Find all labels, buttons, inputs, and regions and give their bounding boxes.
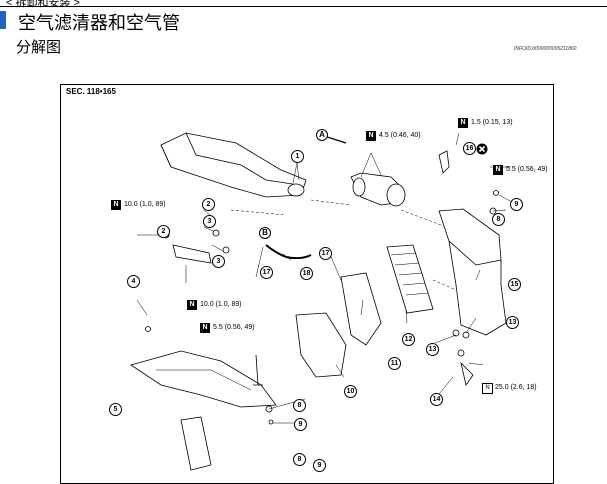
callout-2: 2 [202, 198, 215, 211]
parts-drawing [130, 132, 513, 471]
callout-9: 9 [313, 459, 326, 472]
callout-8: 8 [492, 213, 505, 226]
callout-18: 18 [300, 267, 313, 280]
callout-B: B [259, 227, 271, 239]
callout-2: 2 [157, 225, 170, 238]
callout-5: 5 [109, 403, 122, 416]
torque-label: 4.5 (0.46, 40) [379, 132, 421, 139]
callout-16: 16 [463, 142, 476, 155]
callout-3: 3 [212, 255, 225, 268]
torque-icon: N [111, 200, 121, 210]
info-id: INFOID:0000000005211860 [514, 46, 577, 52]
torque-icon: N [187, 300, 197, 310]
callout-13: 13 [506, 316, 519, 329]
torque-label: 10.0 (1.0, 89) [124, 201, 166, 208]
callout-9: 9 [294, 418, 307, 431]
exploded-view-diagram: SEC. 118•165 [60, 84, 554, 484]
no-reuse-icon [476, 143, 488, 155]
callout-17: 17 [260, 266, 273, 279]
torque-icon: N [482, 383, 493, 394]
callout-15: 15 [508, 278, 521, 291]
callout-17: 17 [319, 247, 332, 260]
callout-14: 14 [430, 393, 443, 406]
callout-1: 1 [291, 150, 304, 163]
torque-label: 1.5 (0.15, 13) [471, 119, 513, 126]
section-marker [0, 11, 6, 29]
torque-label: 25.0 (2.6, 18) [495, 384, 537, 391]
callout-13: 13 [426, 343, 439, 356]
callout-9: 9 [510, 198, 523, 211]
page-subtitle: 分解图 [16, 39, 62, 56]
callout-3: 3 [203, 215, 216, 228]
header-divider [0, 6, 607, 7]
callout-8: 8 [293, 399, 306, 412]
torque-label: 10.0 (1.0, 89) [200, 301, 242, 308]
callout-4: 4 [127, 275, 140, 288]
torque-icon: N [200, 323, 210, 333]
torque-icon: N [458, 118, 468, 128]
torque-label: 5.5 (0.56, 49) [213, 324, 255, 331]
breadcrumb: < 拆卸和安装 > [6, 0, 80, 9]
page-title: 空气滤清器和空气管 [18, 13, 180, 33]
callout-10: 10 [344, 385, 357, 398]
callout-11: 11 [388, 357, 401, 370]
torque-icon: N [493, 165, 503, 175]
torque-icon: N [366, 131, 376, 141]
callout-8: 8 [293, 453, 306, 466]
section-label: SEC. 118•165 [66, 87, 116, 96]
callout-12: 12 [402, 333, 415, 346]
callout-A: A [316, 129, 328, 141]
torque-label: 5.5 (0.56, 49) [506, 166, 548, 173]
